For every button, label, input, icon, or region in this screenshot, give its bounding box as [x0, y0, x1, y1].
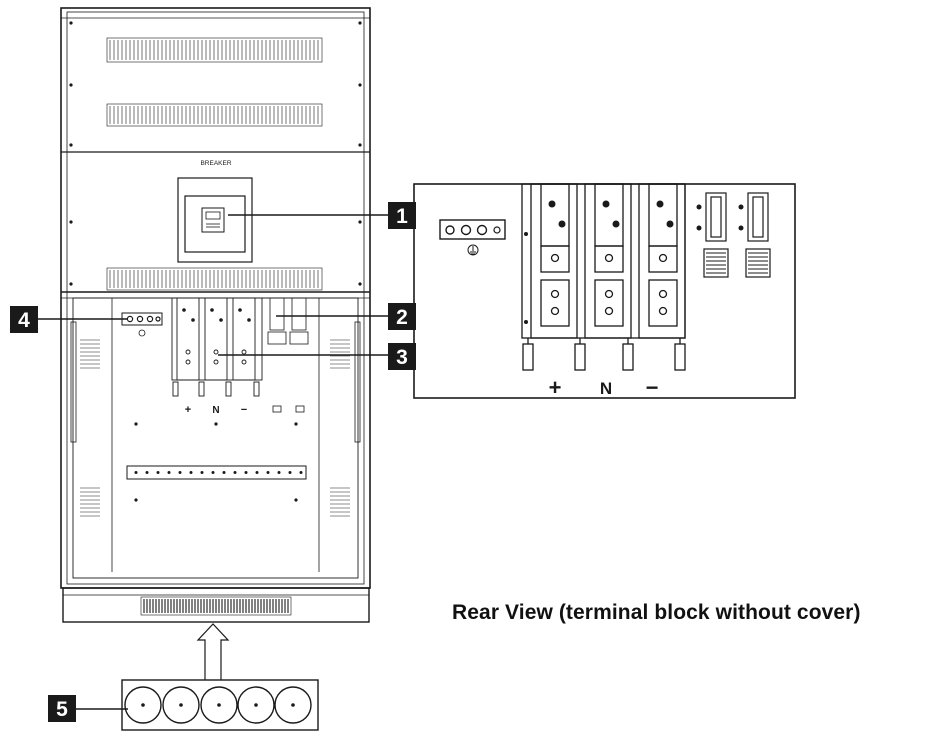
svg-text:3: 3 — [396, 346, 408, 369]
small-minus-label: − — [241, 404, 247, 416]
ups-cabinet: BREAKER — [60, 7, 371, 623]
terminal-detail-panel: + N − — [413, 183, 796, 400]
neutral-label: N — [600, 379, 612, 398]
svg-text:2: 2 — [396, 306, 408, 329]
callout-1: 1 — [388, 202, 416, 229]
callout-2: 2 — [388, 303, 416, 330]
cable-gland-plate — [121, 679, 319, 731]
callout-badges: 1 2 3 4 5 — [10, 202, 416, 722]
cabinet-base — [62, 587, 370, 623]
terminal-rail — [126, 465, 307, 480]
polarity-labels-detail: + N − — [549, 375, 659, 400]
cabinet-screws — [69, 21, 362, 502]
small-polarity-labels: + N − — [185, 404, 247, 416]
ground-terminal-detail — [439, 219, 506, 256]
svg-text:4: 4 — [18, 309, 30, 332]
lower-compartment — [70, 297, 361, 579]
signal-terminals-small — [267, 297, 309, 413]
svg-text:1: 1 — [396, 205, 408, 228]
small-neutral-label: N — [212, 405, 219, 416]
callout-3: 3 — [388, 343, 416, 370]
signal-terminals-detail — [696, 192, 771, 278]
leader-lines — [38, 214, 388, 710]
minus-label: − — [646, 375, 659, 400]
ground-terminal-small — [121, 312, 163, 337]
busbar-assembly-detail — [521, 183, 686, 371]
small-plus-label: + — [185, 404, 191, 416]
view-caption: Rear View (terminal block without cover) — [452, 601, 861, 624]
breaker: BREAKER — [177, 160, 253, 263]
busbar-group-small — [171, 297, 263, 397]
breaker-label: BREAKER — [200, 160, 231, 167]
callout-5: 5 — [48, 695, 76, 722]
vent-grille-top — [106, 37, 323, 291]
callout-4: 4 — [10, 306, 38, 333]
plus-label: + — [549, 375, 562, 400]
svg-text:5: 5 — [56, 698, 68, 721]
cable-entry-arrow — [196, 623, 230, 680]
